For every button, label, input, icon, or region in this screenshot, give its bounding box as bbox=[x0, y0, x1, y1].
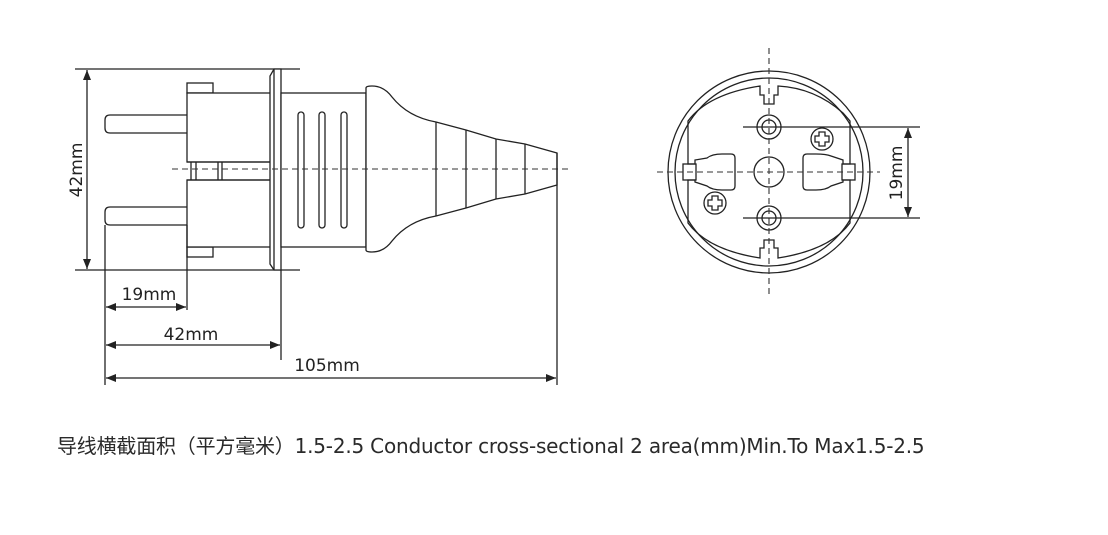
plug-block-top bbox=[186, 92, 272, 163]
tab-bottom bbox=[186, 246, 214, 258]
center-hole bbox=[753, 156, 785, 188]
front-view: 19mm bbox=[657, 48, 920, 295]
flange-length-label: 42mm bbox=[164, 325, 219, 345]
tab-top bbox=[186, 82, 214, 94]
pin-top bbox=[104, 114, 187, 134]
pin-spacing-label: 19mm bbox=[887, 146, 907, 201]
grip-slots bbox=[297, 111, 348, 229]
conductor-spec-caption: 导线横截面积（平方毫米）1.5-2.5 Conductor cross-sect… bbox=[57, 434, 925, 458]
plug-block-bottom bbox=[186, 179, 272, 248]
earth-clip bbox=[187, 161, 271, 181]
pin-bottom bbox=[104, 206, 187, 226]
pin-length-label: 19mm bbox=[122, 285, 177, 305]
side-view: 42mm bbox=[67, 68, 572, 385]
screw-icon bbox=[703, 191, 727, 215]
screw-icon bbox=[810, 127, 834, 151]
socket-face bbox=[687, 85, 851, 259]
plug-body bbox=[280, 92, 367, 248]
total-length-label: 105mm bbox=[294, 356, 360, 376]
height-dimension-label: 42mm bbox=[67, 143, 87, 198]
